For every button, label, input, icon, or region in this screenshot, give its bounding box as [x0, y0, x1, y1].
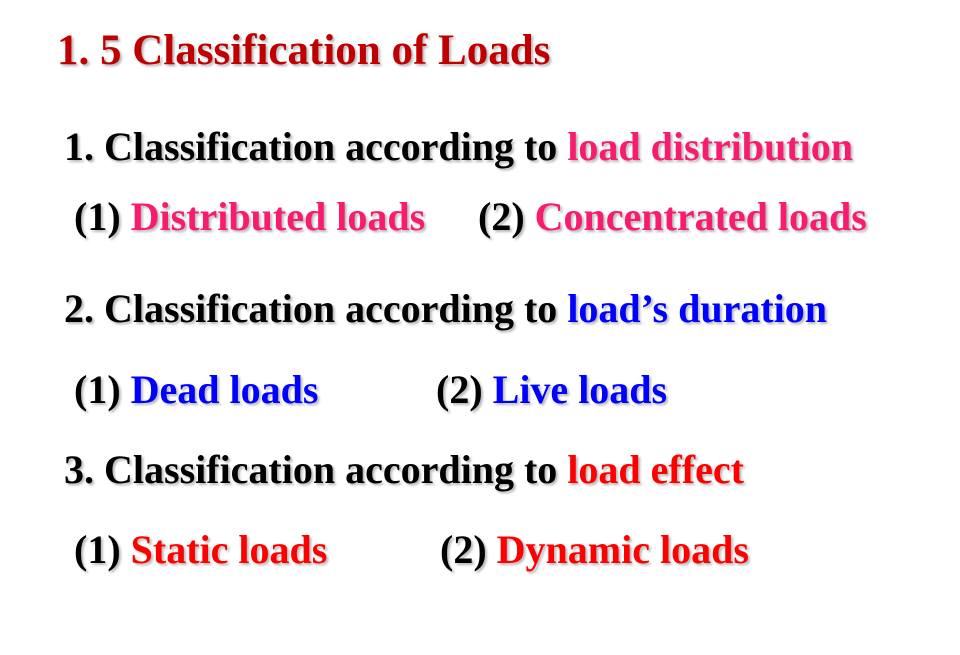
section-1-item-1-label: Distributed loads: [130, 194, 426, 239]
section-2-heading: 2. Classification according to load’s du…: [64, 285, 827, 333]
section-3-item-1-number: (1): [74, 527, 121, 572]
section-1-item-1: (1)Distributed loads: [74, 194, 425, 239]
section-1-heading-highlight: load distribution: [567, 124, 853, 169]
section-3-heading-prefix: 3. Classification according to: [64, 447, 568, 492]
section-1-heading-prefix: 1. Classification according to: [64, 124, 568, 169]
section-1-item-2-label: Concentrated loads: [534, 194, 867, 239]
section-2-item-2-label: Live loads: [492, 367, 668, 412]
section-1-heading: 1. Classification according to load dist…: [64, 123, 853, 171]
section-3-item-1: (1)Static loads: [74, 527, 327, 572]
section-1-item-2: (2)Concentrated loads: [478, 193, 867, 241]
section-2-items: (1)Dead loads (2)Live loads: [74, 366, 667, 414]
slide-title: 1. 5 Classification of Loads: [57, 27, 551, 74]
section-2-heading-highlight: load’s duration: [567, 286, 827, 331]
section-3-item-2-number: (2): [440, 527, 487, 572]
section-2-item-2: (2)Live loads: [436, 366, 667, 414]
section-2-item-1-number: (1): [74, 367, 121, 412]
section-1-item-1-number: (1): [74, 194, 121, 239]
section-3-item-2-label: Dynamic loads: [496, 527, 749, 572]
section-3-heading: 3. Classification according to load effe…: [64, 446, 744, 494]
section-1-item-2-number: (2): [478, 194, 525, 239]
section-1-items: (1)Distributed loads (2)Concentrated loa…: [74, 193, 867, 241]
section-3-items: (1)Static loads (2)Dynamic loads: [74, 526, 749, 574]
section-3-heading-highlight: load effect: [567, 447, 744, 492]
section-3-item-1-label: Static loads: [130, 527, 328, 572]
section-2-heading-prefix: 2. Classification according to: [64, 286, 568, 331]
section-3-item-2: (2)Dynamic loads: [440, 526, 749, 574]
section-2-item-1: (1)Dead loads: [74, 367, 318, 412]
section-2-item-1-label: Dead loads: [130, 367, 319, 412]
section-2-item-2-number: (2): [436, 367, 483, 412]
